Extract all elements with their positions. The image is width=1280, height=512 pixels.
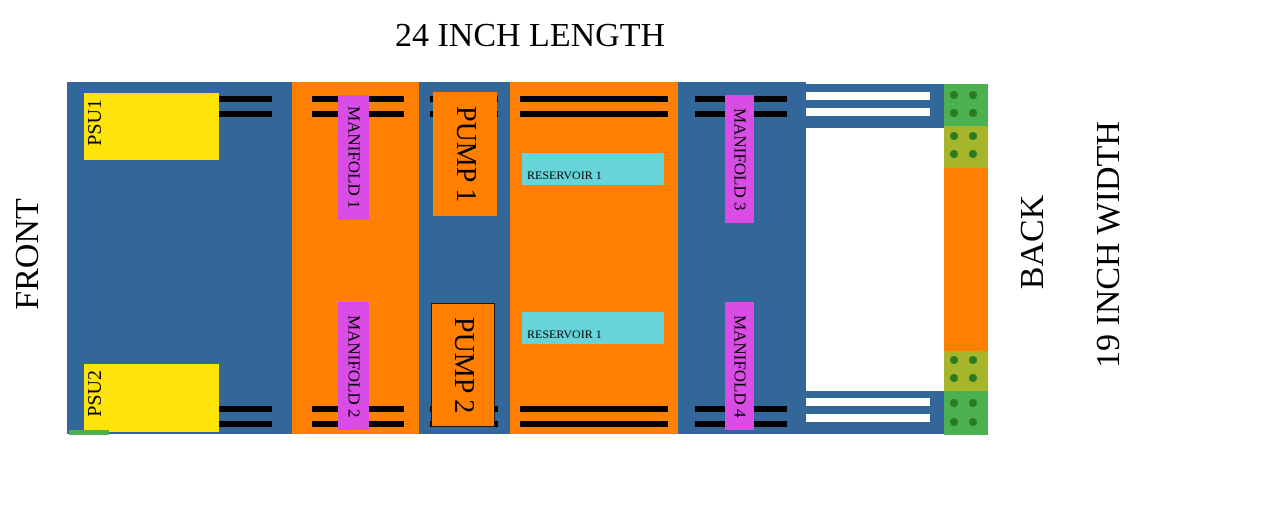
fan-connector-bottom	[944, 391, 988, 435]
psu-2: PSU2	[84, 364, 219, 432]
manifold-2: MANIFOLD 2	[338, 302, 369, 430]
radiator-section-2	[510, 82, 678, 434]
psu-2-connector	[69, 430, 109, 435]
rear-rail-bar	[806, 92, 930, 100]
psu-1-label: PSU1	[84, 99, 106, 146]
length-label: 24 INCH LENGTH	[394, 17, 666, 54]
fan-connector-top-alt	[944, 126, 988, 168]
manifold-4: MANIFOLD 4	[725, 302, 754, 430]
pump-1: PUMP 1	[433, 92, 497, 216]
fan-connector-top	[944, 84, 988, 126]
manifold-2-label: MANIFOLD 2	[344, 314, 364, 418]
rail-bar	[520, 406, 668, 412]
rail-bar	[520, 421, 668, 427]
reservoir-2: RESERVOIR 1	[522, 312, 664, 344]
rear-rail-bar	[806, 398, 930, 406]
rail-bar	[520, 96, 668, 102]
front-label: FRONT	[9, 198, 46, 310]
manifold-4-label: MANIFOLD 4	[730, 314, 750, 418]
pump-1-label: PUMP 1	[450, 105, 481, 203]
pump-2: PUMP 2	[431, 303, 495, 427]
manifold-3-label: MANIFOLD 3	[730, 107, 750, 211]
reservoir-1: RESERVOIR 1	[522, 153, 664, 185]
rear-rail-bar	[806, 108, 930, 116]
psu-1: PSU1	[84, 93, 219, 160]
manifold-1: MANIFOLD 1	[338, 95, 369, 220]
manifold-3: MANIFOLD 3	[725, 95, 754, 223]
rear-rail-bar	[806, 414, 930, 422]
back-label: BACK	[1014, 194, 1051, 290]
pump-2-label: PUMP 2	[448, 316, 479, 414]
rail-bar	[520, 111, 668, 117]
fan-connector-bottom-alt	[944, 351, 988, 391]
psu-2-label: PSU2	[84, 370, 106, 417]
rear-opening	[806, 128, 946, 391]
width-label: 19 INCH WIDTH	[1090, 121, 1127, 368]
rear-rail-top	[806, 84, 946, 128]
manifold-1-label: MANIFOLD 1	[344, 106, 364, 209]
